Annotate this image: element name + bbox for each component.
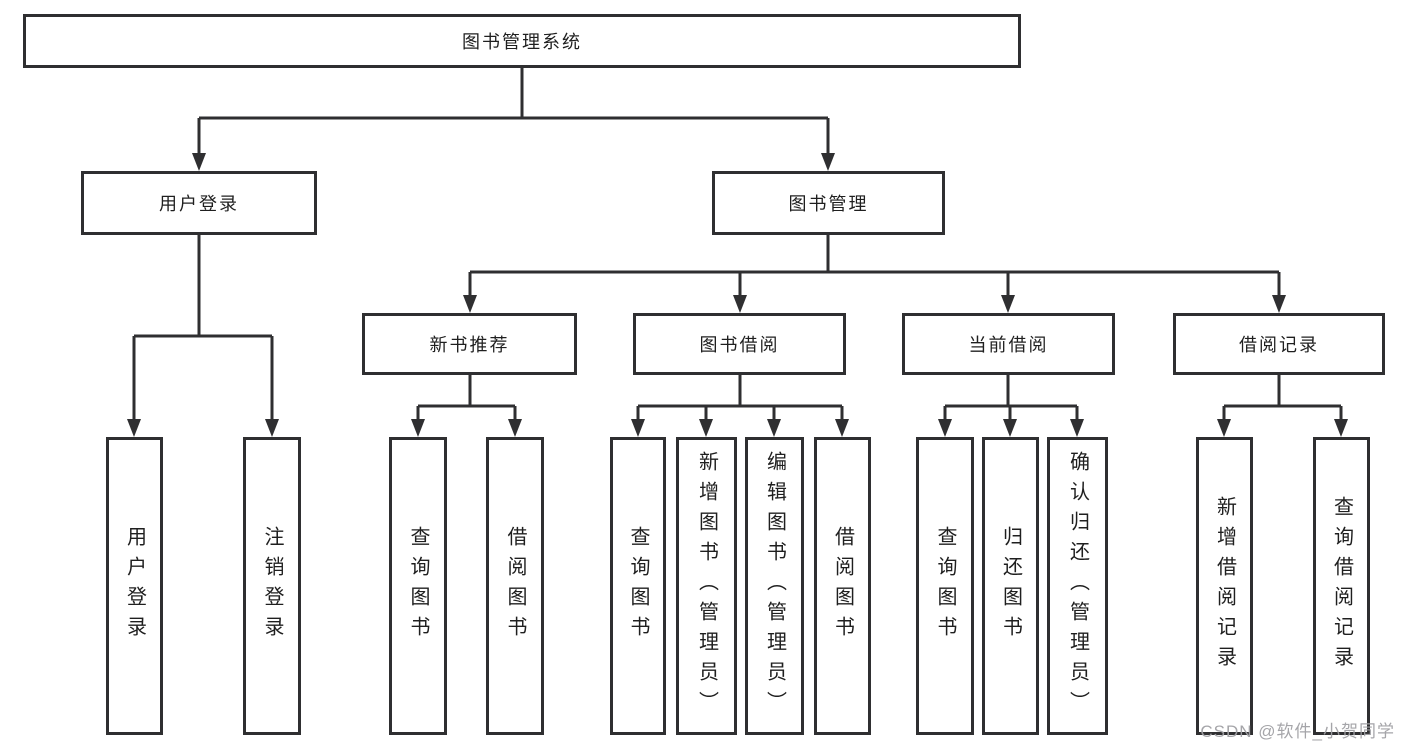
leaf-records-add-record: 新增借阅记录: [1196, 437, 1253, 735]
edge-login-to-leaves: [132, 235, 274, 421]
node-new-book-recommend-label: 新书推荐: [429, 335, 510, 355]
node-book-borrow: 图书借阅: [633, 313, 846, 375]
leaf-borrow-query-books: 查询图书: [610, 437, 666, 735]
edge-root-to-level2: [197, 68, 830, 155]
node-user-login-label: 用户登录: [159, 194, 239, 214]
leaf-user-login: 用户登录: [106, 437, 163, 735]
leaf-newbook-query-books-label: 查询图书: [407, 526, 429, 646]
leaf-newbook-borrow-books-label: 借阅图书: [504, 526, 526, 646]
leaf-current-return-books-label: 归还图书: [999, 526, 1022, 646]
leaf-borrow-borrow-books-label: 借阅图书: [831, 526, 854, 646]
leaf-borrow-borrow-books: 借阅图书: [814, 437, 871, 735]
node-book-management-label: 图书管理: [788, 194, 869, 214]
node-root-system-label: 图书管理系统: [462, 32, 582, 52]
leaf-current-confirm-return-admin-label: 确认归还（管理员）: [1066, 451, 1089, 721]
arrowheads: [127, 153, 1348, 437]
edge-mgmt-to-level3: [468, 235, 1281, 297]
leaf-borrow-query-books-label: 查询图书: [627, 526, 649, 646]
leaf-records-add-record-label: 新增借阅记录: [1213, 496, 1236, 676]
node-root-system: 图书管理系统: [23, 14, 1021, 68]
leaf-current-confirm-return-admin: 确认归还（管理员）: [1047, 437, 1108, 735]
node-book-management: 图书管理: [712, 171, 945, 235]
edge-borrow-to-leaves: [636, 375, 844, 421]
leaf-borrow-add-books-admin-label: 新增图书（管理员）: [695, 451, 718, 721]
edge-current-to-leaves: [943, 375, 1079, 421]
leaf-records-query-record: 查询借阅记录: [1313, 437, 1370, 735]
leaf-current-query-books: 查询图书: [916, 437, 974, 735]
node-current-borrow-label: 当前借阅: [968, 335, 1049, 355]
node-book-borrow-label: 图书借阅: [699, 335, 780, 355]
leaf-borrow-edit-books-admin: 编辑图书（管理员）: [745, 437, 804, 735]
leaf-user-login-label: 用户登录: [123, 526, 146, 646]
leaf-current-return-books: 归还图书: [982, 437, 1039, 735]
node-new-book-recommend: 新书推荐: [362, 313, 577, 375]
leaf-borrow-edit-books-admin-label: 编辑图书（管理员）: [763, 451, 786, 721]
leaf-newbook-borrow-books: 借阅图书: [486, 437, 544, 735]
edge-newbook-to-leaves: [416, 375, 517, 421]
node-borrow-records: 借阅记录: [1173, 313, 1385, 375]
leaf-current-query-books-label: 查询图书: [934, 526, 956, 646]
leaf-logout: 注销登录: [243, 437, 301, 735]
node-borrow-records-label: 借阅记录: [1239, 335, 1319, 355]
watermark: CSDN @软件_小贺同学: [1200, 722, 1395, 741]
node-current-borrow: 当前借阅: [902, 313, 1115, 375]
node-user-login: 用户登录: [81, 171, 317, 235]
leaf-newbook-query-books: 查询图书: [389, 437, 447, 735]
leaf-records-query-record-label: 查询借阅记录: [1330, 496, 1353, 676]
leaf-borrow-add-books-admin: 新增图书（管理员）: [676, 437, 737, 735]
leaf-logout-label: 注销登录: [261, 526, 283, 646]
edge-records-to-leaves: [1222, 375, 1343, 421]
